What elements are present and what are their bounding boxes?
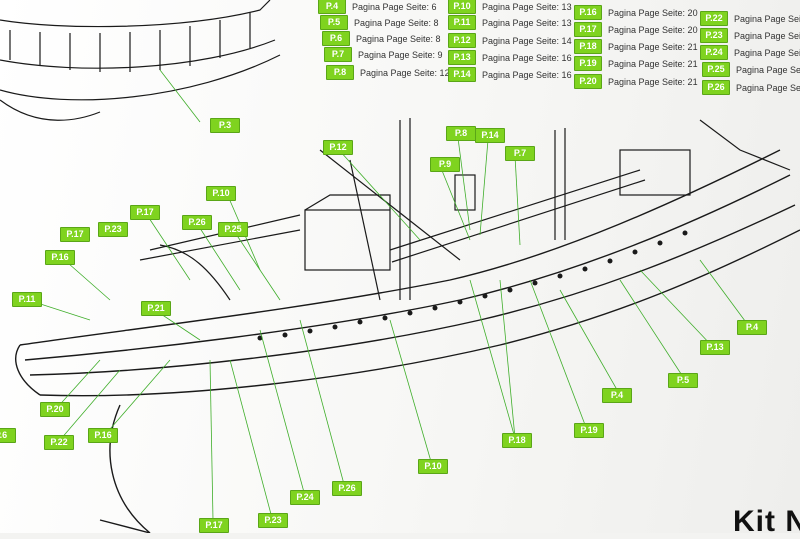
legend-code: P.23 [700, 28, 728, 43]
legend-code: P.14 [448, 67, 476, 82]
legend-row: P.18 Pagina Page Seite: 21 [574, 39, 698, 54]
legend-code: P.8 [326, 65, 354, 80]
legend-row: P.10 Pagina Page Seite: 13 [448, 0, 572, 14]
legend-row: P.22 Pagina Page Seite: [700, 11, 800, 26]
callout-tag: P.10 [418, 459, 448, 474]
legend-row: P.20 Pagina Page Seite: 21 [574, 74, 698, 89]
legend-code: P.7 [324, 47, 352, 62]
legend-code: P.4 [318, 0, 346, 14]
legend-code: P.13 [448, 50, 476, 65]
legend-row: P.14 Pagina Page Seite: 16 [448, 67, 572, 82]
callout-tag: P.4 [737, 320, 767, 335]
legend-code: P.19 [574, 56, 602, 71]
callout-tag: P.8 [446, 126, 476, 141]
callout-tag: P.26 [332, 481, 362, 496]
legend-code: P.11 [448, 15, 476, 30]
legend-text: Pagina Page Seite: 20 [608, 7, 698, 18]
legend-code: P.16 [574, 5, 602, 20]
legend-row: P.23 Pagina Page Seite: [700, 28, 800, 43]
legend-text: Pagina Page Seite: 6 [352, 1, 437, 12]
legend-text: Pagina Page Seite: 20 [608, 24, 698, 35]
callout-tag: P.14 [475, 128, 505, 143]
legend-row: P.19 Pagina Page Seite: 21 [574, 56, 698, 71]
callout-tag: P.16 [88, 428, 118, 443]
legend-row: P.11 Pagina Page Seite: 13 [448, 15, 572, 30]
callout-tag: P.4 [602, 388, 632, 403]
superstructure-drawing [139, 118, 791, 301]
legend-row: P.24 Pagina Page Seite: [700, 45, 800, 60]
callout-tag: P.6 [0, 428, 16, 443]
callout-tag: P.19 [574, 423, 604, 438]
legend-text: Pagina Page Seite: [736, 64, 800, 75]
legend-row: P.5 Pagina Page Seite: 8 [320, 15, 439, 30]
callout-tag: P.23 [258, 513, 288, 528]
callout-tag: P.26 [182, 215, 212, 230]
callout-tag: P.17 [130, 205, 160, 220]
callout-tag: P.16 [45, 250, 75, 265]
legend-row: P.16 Pagina Page Seite: 20 [574, 5, 698, 20]
legend-row: P.13 Pagina Page Seite: 16 [448, 50, 572, 65]
callout-tag: P.7 [505, 146, 535, 161]
legend-code: P.10 [448, 0, 476, 14]
legend-row: P.26 Pagina Page Seite: [702, 80, 800, 95]
legend-text: Pagina Page Seite: [736, 82, 800, 93]
legend-text: Pagina Page Seite: 21 [608, 76, 698, 87]
legend-code: P.5 [320, 15, 348, 30]
legend-text: Pagina Page Seite: 13 [482, 17, 572, 28]
callout-tag: P.3 [210, 118, 240, 133]
callout-tag: P.5 [668, 373, 698, 388]
legend-code: P.20 [574, 74, 602, 89]
callout-tag: P.18 [502, 433, 532, 448]
legend-row: P.25 Pagina Page Seite: [702, 62, 800, 77]
legend-code: P.25 [702, 62, 730, 77]
callout-tag: P.20 [40, 402, 70, 417]
legend-code: P.18 [574, 39, 602, 54]
legend-text: Pagina Page Seite: 9 [358, 49, 443, 60]
callout-tag: P.10 [206, 186, 236, 201]
legend-code: P.22 [700, 11, 728, 26]
legend-row: P.17 Pagina Page Seite: 20 [574, 22, 698, 37]
callout-tag: P.11 [12, 292, 42, 307]
legend-text: Pagina Page Seite: [734, 30, 800, 41]
legend-code: P.12 [448, 33, 476, 48]
callout-tag: P.23 [98, 222, 128, 237]
legend-text: Pagina Page Seite: [734, 47, 800, 58]
legend-text: Pagina Page Seite: 21 [608, 58, 698, 69]
legend-text: Pagina Page Seite: 12 [360, 67, 450, 78]
legend-text: Pagina Page Seite: 16 [482, 69, 572, 80]
callout-tag: P.12 [323, 140, 353, 155]
callout-tag: P.17 [199, 518, 229, 533]
legend-code: P.17 [574, 22, 602, 37]
legend-code: P.6 [322, 31, 350, 46]
callout-tag: P.9 [430, 157, 460, 172]
legend-text: Pagina Page Seite: 14 [482, 35, 572, 46]
leader-lines [24, 69, 749, 521]
brand-text: Kit N [733, 505, 800, 538]
legend-row: P.4 Pagina Page Seite: 6 [318, 0, 437, 14]
legend-text: Pagina Page Seite: 8 [356, 33, 441, 44]
detail-inset-drawing [0, 0, 281, 121]
legend-row: P.12 Pagina Page Seite: 14 [448, 33, 572, 48]
legend-row: P.6 Pagina Page Seite: 8 [322, 31, 441, 46]
legend-text: Pagina Page Seite: 8 [354, 17, 439, 28]
legend-text: Pagina Page Seite: 21 [608, 41, 698, 52]
legend-text: Pagina Page Seite: 13 [482, 1, 572, 12]
legend-row: P.8 Pagina Page Seite: 12 [326, 65, 450, 80]
callout-tag: P.24 [290, 490, 320, 505]
callout-tag: P.17 [60, 227, 90, 242]
legend-row: P.7 Pagina Page Seite: 9 [324, 47, 443, 62]
legend-code: P.26 [702, 80, 730, 95]
legend-code: P.24 [700, 45, 728, 60]
callout-tag: P.21 [141, 301, 171, 316]
portholes [257, 230, 688, 341]
callout-tag: P.22 [44, 435, 74, 450]
callout-tag: P.25 [218, 222, 248, 237]
legend-text: Pagina Page Seite: 16 [482, 52, 572, 63]
callout-tag: P.13 [700, 340, 730, 355]
legend-text: Pagina Page Seite: [734, 13, 800, 24]
